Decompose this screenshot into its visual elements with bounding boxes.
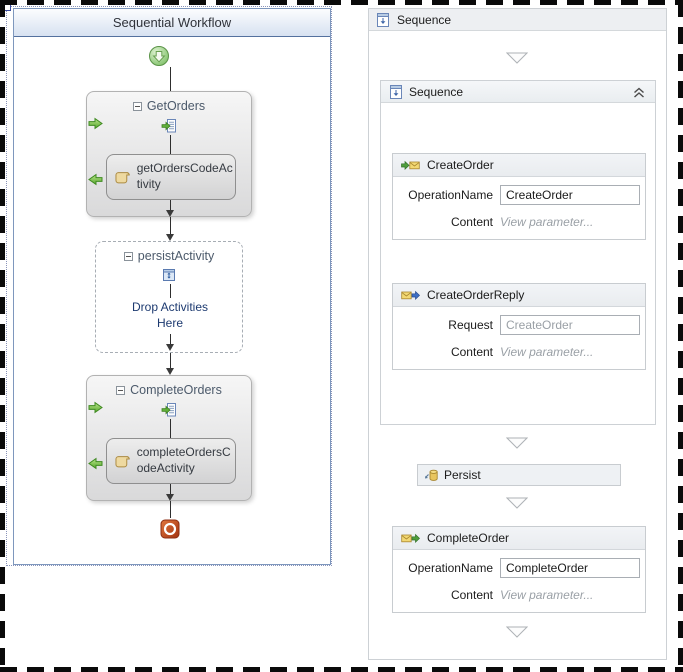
arrowhead <box>166 234 174 241</box>
connector-line <box>170 67 171 91</box>
code-scroll-icon <box>115 455 130 467</box>
sequential-workflow-canvas[interactable]: Sequential Workflow GetOrders <box>13 8 331 565</box>
completeorder-title: CompleteOrder <box>427 531 510 545</box>
activity-completeorders[interactable]: CompleteOrders completeOrdersCodeActivit… <box>86 375 252 501</box>
completeorders-title: CompleteOrders <box>130 383 222 397</box>
getorderscodeactivity-title: getOrdersCodeActivity <box>136 161 233 191</box>
connector-line <box>170 200 171 210</box>
sequence-icon <box>389 85 403 104</box>
operationname-input[interactable] <box>500 185 640 205</box>
connector-line <box>170 353 171 368</box>
connector-line <box>170 419 171 438</box>
inner-sequence-header[interactable]: Sequence <box>381 81 655 103</box>
operationname-input[interactable] <box>500 558 640 578</box>
drop-target-triangle[interactable] <box>506 626 528 638</box>
smart-tag-arrow-right-icon[interactable] <box>88 401 103 419</box>
connector-line <box>170 501 171 518</box>
content-label: Content <box>450 345 493 359</box>
getorders-title: GetOrders <box>146 99 206 113</box>
drop-target-triangle[interactable] <box>506 52 528 64</box>
request-label: Request <box>448 318 493 332</box>
workflow-title: Sequential Workflow <box>112 15 232 30</box>
receive-envelope-icon <box>401 533 420 543</box>
view-parameter-link[interactable]: View parameter... <box>500 215 594 229</box>
drop-activities-hint: Drop Activities Here <box>131 300 209 330</box>
activity-persistactivity[interactable]: persistActivity Drop Activities Here <box>95 241 243 353</box>
selection-border-left <box>0 0 5 672</box>
smart-tag-arrow-left-icon[interactable] <box>88 457 103 475</box>
connector-line <box>170 217 171 234</box>
persist-title: Persist <box>444 468 481 482</box>
activity-getorderscodeactivity[interactable]: getOrdersCodeActivity <box>106 154 236 200</box>
selection-rect <box>6 6 332 566</box>
operationname-label: OperationName <box>408 561 493 575</box>
arrowhead <box>166 210 174 217</box>
arrowhead <box>166 494 174 501</box>
sequence-activity-icon <box>161 402 177 423</box>
content-label: Content <box>450 588 493 602</box>
inner-sequence-container[interactable]: Sequence <box>380 80 656 425</box>
arrowhead <box>166 368 174 375</box>
collapse-chevron-icon[interactable] <box>631 86 647 104</box>
root-sequence-title: Sequence <box>397 13 452 27</box>
getorders-header[interactable]: GetOrders <box>87 99 251 113</box>
completeorder-header[interactable]: CompleteOrder <box>393 527 645 550</box>
createorderreply-header[interactable]: CreateOrderReply <box>393 284 645 307</box>
smart-tag-arrow-right-icon[interactable] <box>88 117 103 135</box>
completeorders-header[interactable]: CompleteOrders <box>87 383 251 397</box>
activity-completeorder[interactable]: CompleteOrder OperationName Content View… <box>392 526 646 613</box>
createorder-title: CreateOrder <box>427 158 494 172</box>
inner-sequence-title: Sequence <box>409 85 464 99</box>
activity-createorderreply[interactable]: CreateOrderReply Request Content View pa… <box>392 283 646 370</box>
createorder-header[interactable]: CreateOrder <box>393 154 645 177</box>
activity-completeorderscodeactivity[interactable]: completeOrdersCodeActivity <box>106 438 236 484</box>
workflow-start-icon <box>148 45 170 72</box>
selection-border-right <box>678 0 683 672</box>
selection-border-bottom <box>0 667 683 672</box>
connector-line <box>170 284 171 298</box>
drop-target-triangle[interactable] <box>506 437 528 449</box>
receive-icon <box>401 160 420 170</box>
connector-line <box>170 135 171 154</box>
root-sequence-header[interactable]: Sequence <box>369 9 666 31</box>
collapse-minus-icon[interactable] <box>132 101 142 111</box>
createorderreply-title: CreateOrderReply <box>427 288 525 302</box>
view-parameter-link[interactable]: View parameter... <box>500 345 594 359</box>
persistactivity-title: persistActivity <box>137 249 215 263</box>
activity-persist[interactable]: Persist <box>417 464 621 486</box>
selection-border-top <box>0 0 683 5</box>
view-parameter-link[interactable]: View parameter... <box>500 588 594 602</box>
activity-getorders[interactable]: GetOrders getOrdersCodeActivity <box>86 91 252 217</box>
connector-line <box>170 334 171 344</box>
content-label: Content <box>450 215 493 229</box>
workflow-end-icon <box>160 519 180 544</box>
completeorderscodeactivity-title: completeOrdersCodeActivity <box>136 445 231 475</box>
arrowhead <box>166 344 174 351</box>
code-scroll-icon <box>115 171 130 183</box>
collapse-minus-icon[interactable] <box>123 251 133 261</box>
sequence-icon <box>376 13 390 32</box>
request-input[interactable] <box>500 315 640 335</box>
operationname-label: OperationName <box>408 188 493 202</box>
activity-createorder[interactable]: CreateOrder OperationName Content View p… <box>392 153 646 240</box>
connector-line <box>170 484 171 494</box>
send-reply-icon <box>401 290 420 300</box>
workflow-title-bar[interactable]: Sequential Workflow <box>14 9 330 37</box>
sequence-activity-icon <box>161 118 177 139</box>
persistactivity-header[interactable]: persistActivity <box>96 249 242 263</box>
persist-icon <box>424 468 439 488</box>
collapse-minus-icon[interactable] <box>116 385 126 395</box>
smart-tag-arrow-left-icon[interactable] <box>88 173 103 191</box>
drop-target-triangle[interactable] <box>506 497 528 509</box>
persist-window-icon <box>161 267 177 288</box>
